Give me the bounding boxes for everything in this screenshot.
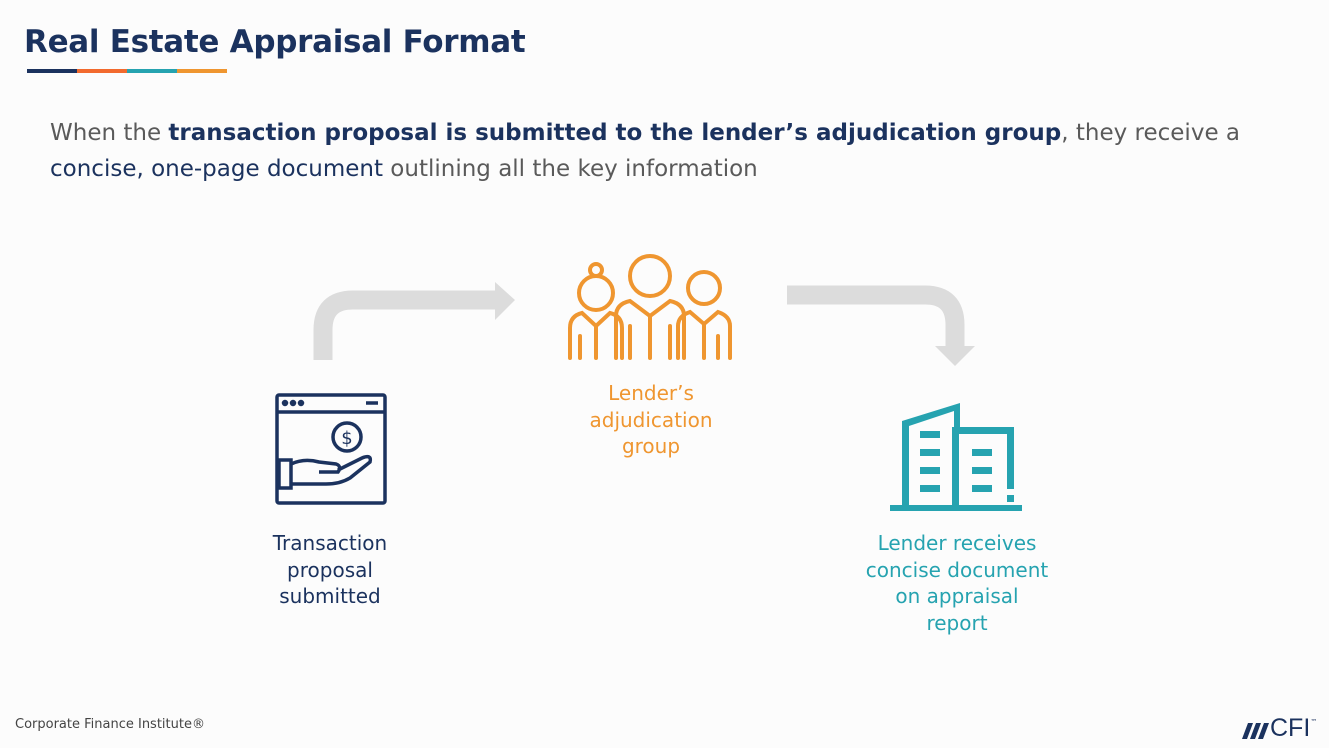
- intro-part: When the: [50, 120, 169, 146]
- intro-bold: transaction proposal is submitted to the…: [168, 120, 1062, 146]
- logo-tm: ™: [1310, 718, 1318, 726]
- intro-text: When the transaction proposal is submitt…: [50, 115, 1250, 187]
- hand-money-icon: $: [275, 393, 387, 505]
- step-label-lender-receives: Lender receives concise document on appr…: [865, 531, 1049, 635]
- flow-arrow-2: [787, 285, 975, 366]
- intro-highlight: concise, one-page document: [50, 156, 383, 182]
- intro-part: , they receive a: [1061, 120, 1240, 146]
- step-label-adjudication: Lender’s adjudication group: [589, 381, 713, 458]
- logo-text: CFI: [1270, 714, 1311, 742]
- building-icon: [890, 403, 1022, 511]
- underline-navy: [27, 69, 77, 73]
- cfi-logo-mark-icon: [1242, 722, 1269, 739]
- step-label-transaction: Transaction proposal submitted: [272, 531, 388, 608]
- underline-teal: [127, 69, 177, 73]
- svg-text:$: $: [341, 428, 352, 449]
- flow-arrow-1: [313, 282, 515, 360]
- underline-amber: [177, 69, 227, 73]
- people-group-icon: [568, 254, 732, 360]
- intro-part: outlining all the key information: [382, 156, 758, 182]
- slide-title: Real Estate Appraisal Format: [24, 24, 526, 60]
- footer-text: Corporate Finance Institute®: [15, 717, 205, 732]
- underline-orange: [77, 69, 127, 73]
- title-underline: [27, 69, 227, 73]
